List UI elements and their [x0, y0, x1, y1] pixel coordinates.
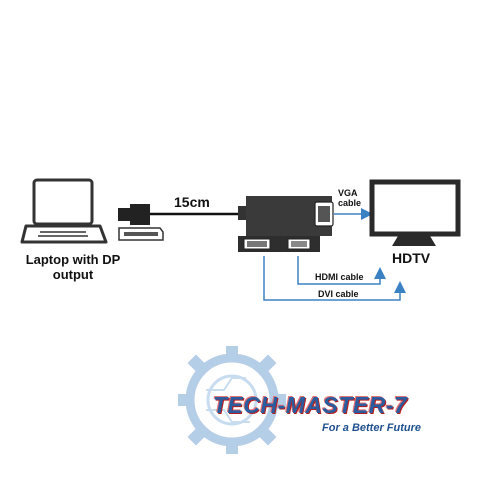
laptop-icon	[20, 178, 108, 244]
hdtv-label: HDTV	[392, 250, 431, 266]
hdmi-cable-label: HDMI cable	[315, 272, 364, 282]
dvi-cable-label: DVI cable	[318, 289, 359, 299]
gear-icon	[178, 346, 286, 454]
watermark-title: TECH-MASTER-7	[213, 392, 408, 418]
watermark-tagline: For a Better Future	[322, 422, 422, 434]
laptop-label: Laptop with DP output	[25, 252, 121, 282]
hdtv-icon	[369, 179, 461, 246]
displayport-plug-icon	[118, 204, 164, 241]
hdmi-arrow	[297, 256, 386, 285]
cable-length-label: 15cm	[174, 194, 210, 210]
adapter-hub-icon	[238, 196, 334, 252]
vga-cable-label: VGA cable	[338, 188, 362, 209]
dvi-arrow	[263, 256, 406, 301]
